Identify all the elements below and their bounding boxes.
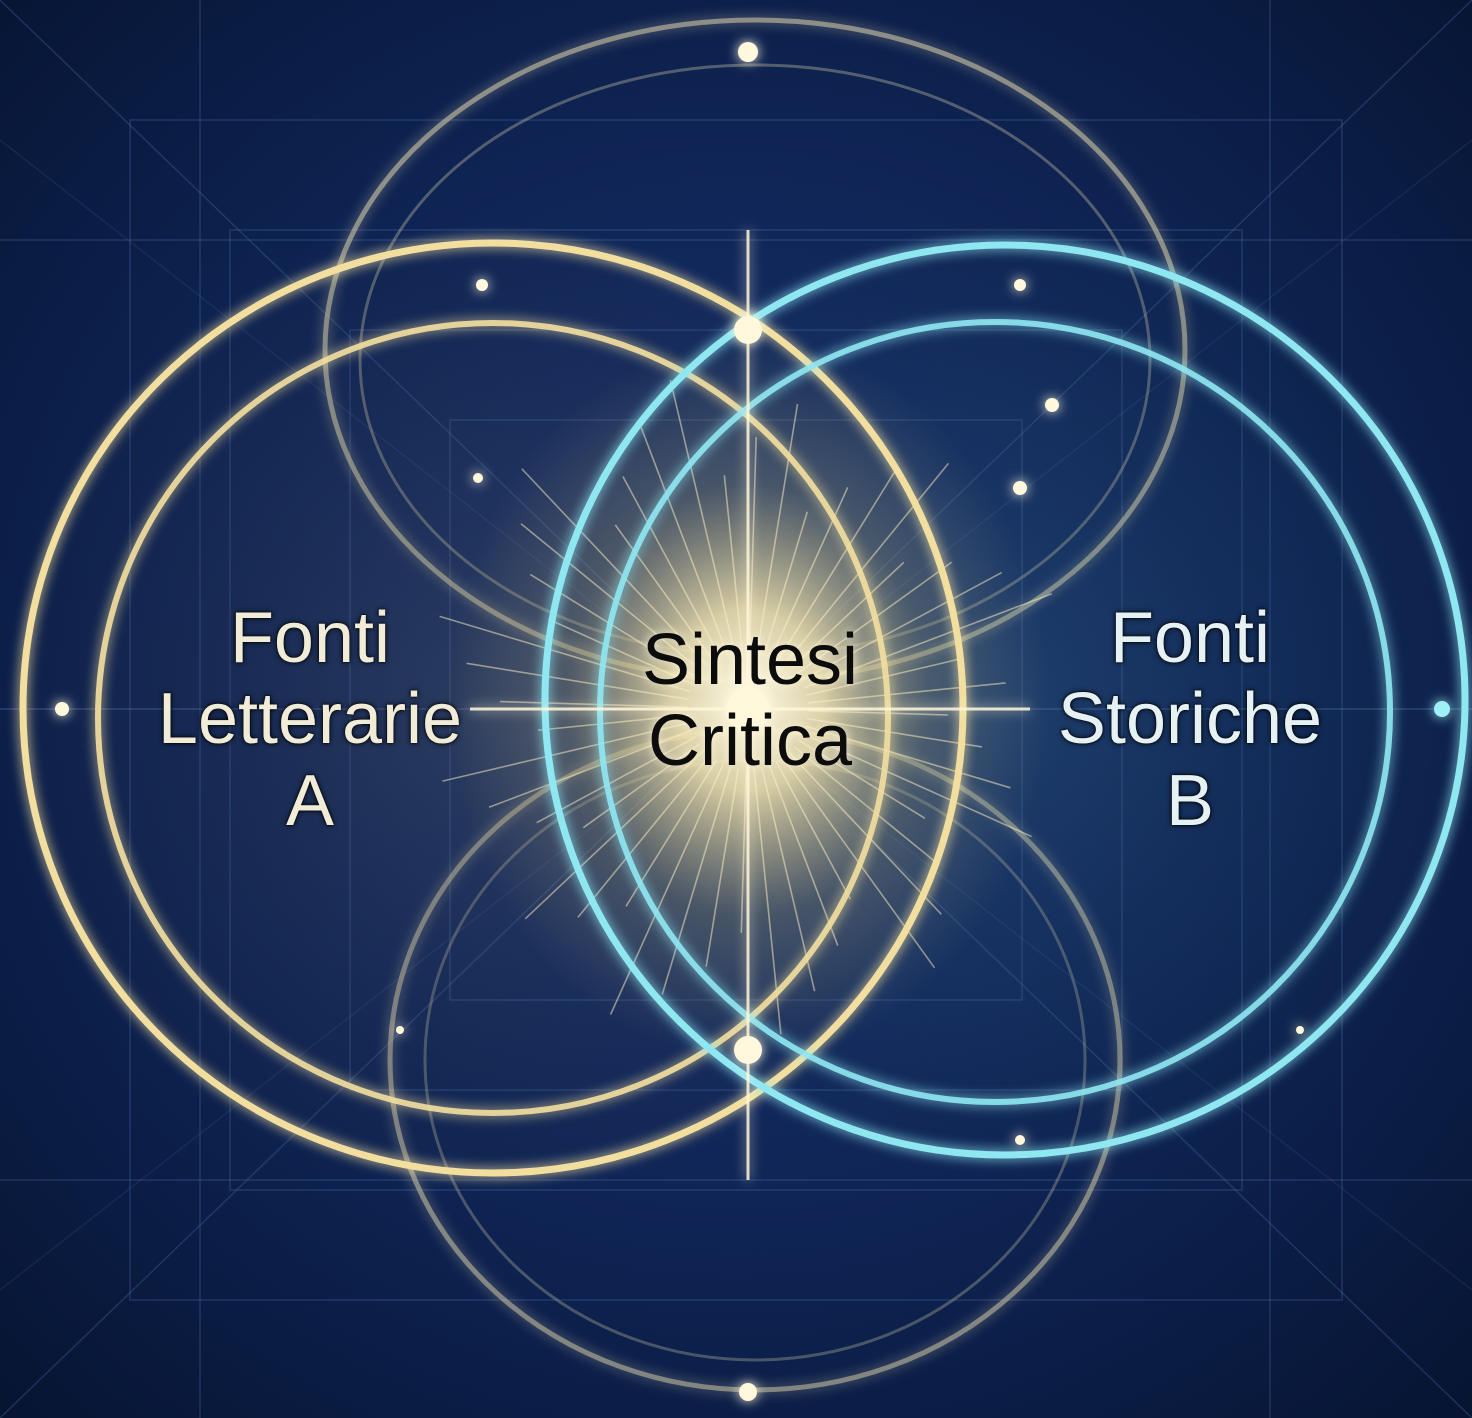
right-set-label-line-2: Storiche [990, 679, 1390, 760]
right-set-label-line-1: Fonti [990, 598, 1390, 679]
left-set-label-line-3: A [110, 761, 510, 842]
right-set-label: Fonti Storiche B [990, 598, 1390, 842]
intersection-label-line-1: Sintesi [550, 620, 950, 701]
left-set-label-line-1: Fonti [110, 598, 510, 679]
intersection-label: Sintesi Critica [550, 620, 950, 783]
right-set-label-line-3: B [990, 761, 1390, 842]
left-set-label-line-2: Letterarie [110, 679, 510, 760]
left-set-label: Fonti Letterarie A [110, 598, 510, 842]
intersection-label-line-2: Critica [550, 701, 950, 782]
